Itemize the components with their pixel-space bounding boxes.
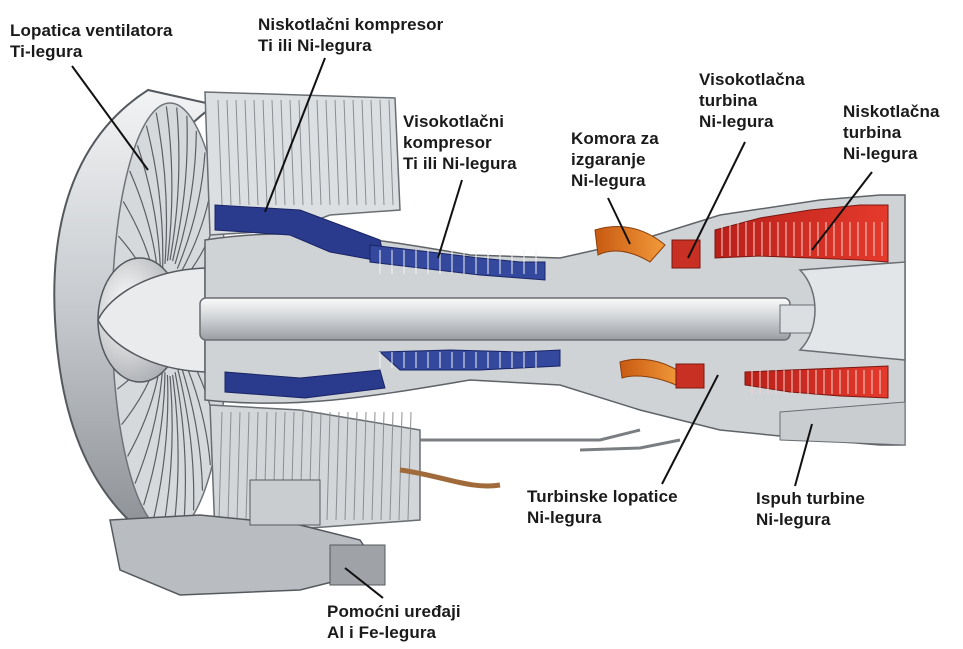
- label-hp-compressor: Visokotlačni kompresor Ti ili Ni-legura: [403, 111, 517, 174]
- label-exhaust-material: Ni-legura: [756, 509, 865, 530]
- label-lp-compressor: Niskotlačni kompresor Ti ili Ni-legura: [258, 14, 443, 56]
- label-lp-compressor-material: Ti ili Ni-legura: [258, 35, 443, 56]
- label-fan-blade: Lopatica ventilatora Ti-legura: [10, 20, 173, 62]
- label-turbine-blades: Turbinske lopatice Ni-legura: [527, 486, 678, 528]
- label-turbine-blades-material: Ni-legura: [527, 507, 678, 528]
- label-fan-blade-material: Ti-legura: [10, 41, 173, 62]
- label-accessories-material: Al i Fe-legura: [327, 622, 461, 643]
- label-lp-turbine: Niskotlačna turbina Ni-legura: [843, 101, 940, 164]
- label-combustor: Komora za izgaranje Ni-legura: [571, 128, 659, 191]
- label-exhaust-name: Ispuh turbine: [756, 488, 865, 509]
- label-hp-turbine-name-1: Visokotlačna: [699, 69, 805, 90]
- label-hp-turbine: Visokotlačna turbina Ni-legura: [699, 69, 805, 132]
- label-hp-turbine-material: Ni-legura: [699, 111, 805, 132]
- label-accessories: Pomoćni uređaji Al i Fe-legura: [327, 601, 461, 643]
- leader-hp-compressor: [438, 180, 462, 258]
- label-turbine-blades-name: Turbinske lopatice: [527, 486, 678, 507]
- label-combustor-name-1: Komora za: [571, 128, 659, 149]
- label-combustor-name-2: izgaranje: [571, 149, 659, 170]
- label-hp-compressor-name-2: kompresor: [403, 132, 517, 153]
- label-accessories-name: Pomoćni uređaji: [327, 601, 461, 622]
- label-fan-blade-name: Lopatica ventilatora: [10, 20, 173, 41]
- label-hp-turbine-name-2: turbina: [699, 90, 805, 111]
- label-lp-turbine-material: Ni-legura: [843, 143, 940, 164]
- label-hp-compressor-name-1: Visokotlačni: [403, 111, 517, 132]
- label-exhaust: Ispuh turbine Ni-legura: [756, 488, 865, 530]
- label-lp-turbine-name-2: turbina: [843, 122, 940, 143]
- label-lp-compressor-name: Niskotlačni kompresor: [258, 14, 443, 35]
- label-combustor-material: Ni-legura: [571, 170, 659, 191]
- label-hp-compressor-material: Ti ili Ni-legura: [403, 153, 517, 174]
- label-lp-turbine-name-1: Niskotlačna: [843, 101, 940, 122]
